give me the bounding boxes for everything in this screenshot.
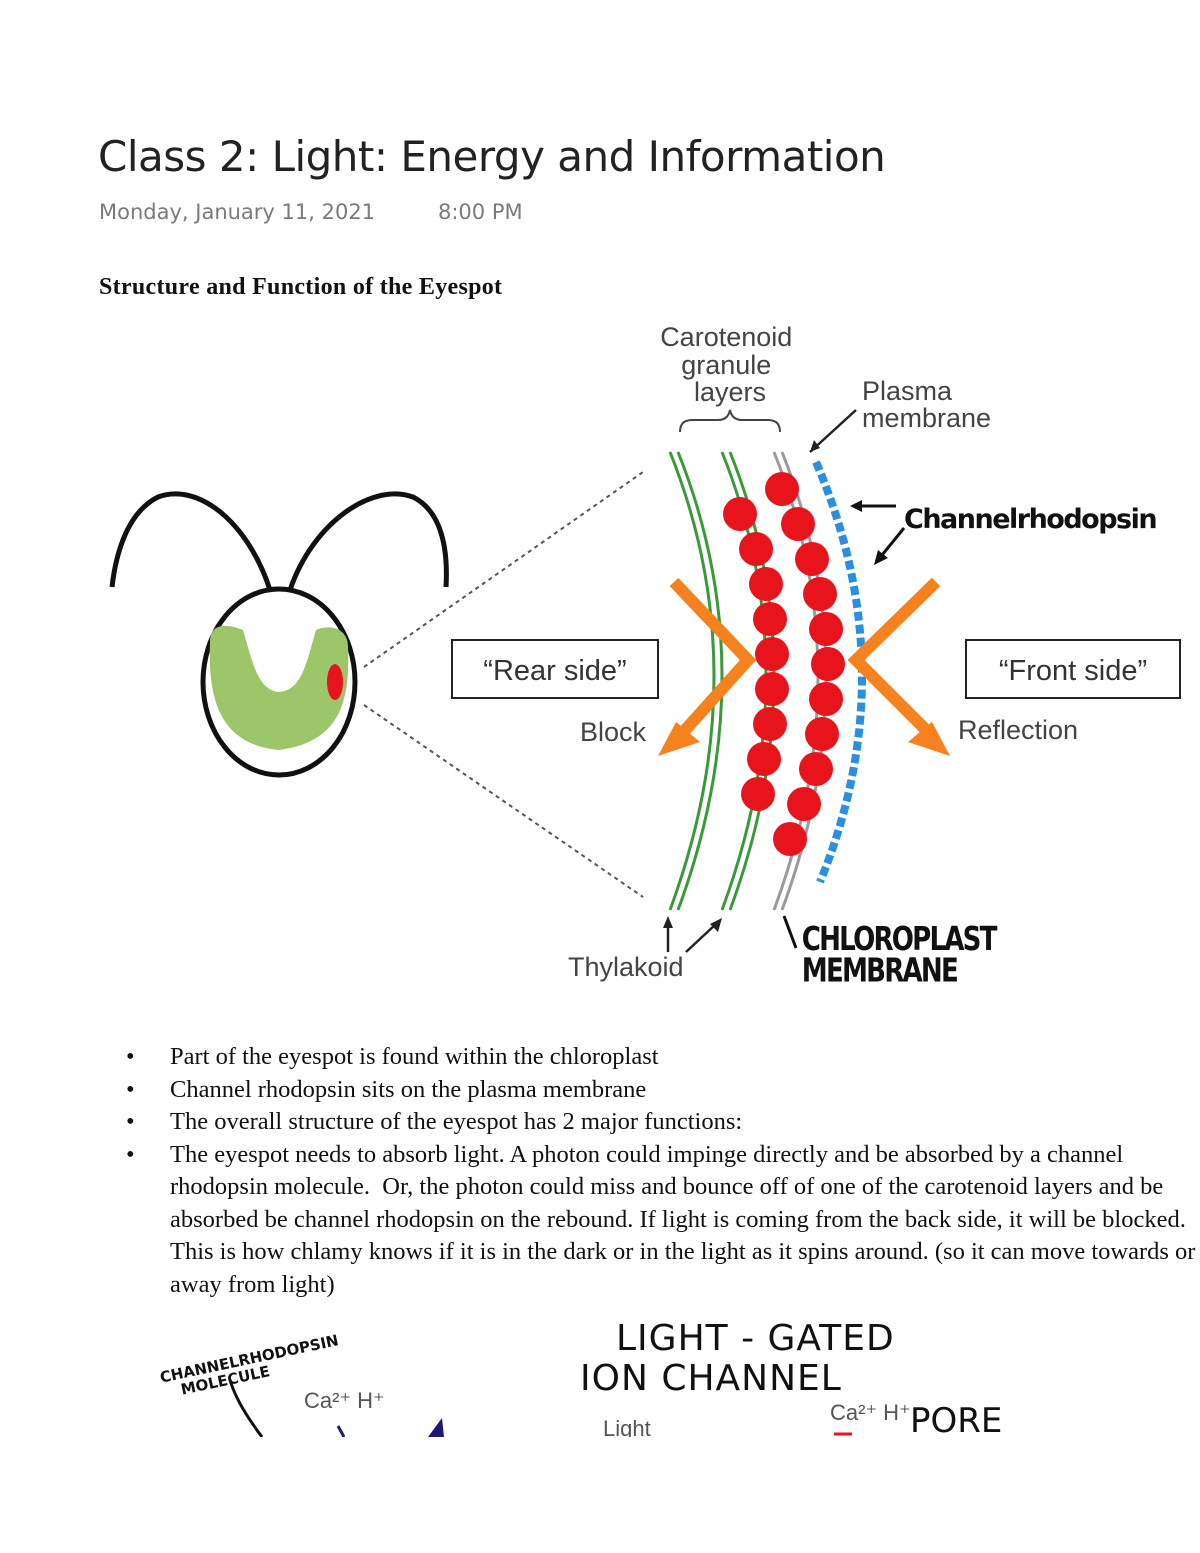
label-plasma-membrane: Plasma membrane [862,376,991,433]
label-chloroplast-membrane: CHLOROPLAST MEMBRANE [802,920,1003,990]
label-block: Block [580,717,647,747]
chloroplast [209,625,349,750]
front-side-box [965,639,1181,699]
bullet-item: •The overall structure of the eyespot ha… [126,1108,743,1135]
rear-side-box [451,639,659,699]
bullet-item: •Channel rhodopsin sits on the plasma me… [126,1075,647,1103]
carotenoid-granules [723,472,845,856]
bullet-list: •Part of the eyespot is found within the… [126,1041,1200,1301]
flagellum-right [287,491,449,591]
channel-figure: CHANNELRHODOPSIN MOLECULE Ca²⁺ H⁺ LIGHT … [158,1318,1002,1437]
label-thylakoid: Thylakoid [568,952,684,982]
svg-text:“Front side”: “Front side” [999,655,1147,687]
flagellum-left [109,491,273,591]
page-time: 8:00 PM [438,200,523,224]
section-heading: Structure and Function of the Eyespot [99,274,503,300]
label-carotenoid: Carotenoid granule layers [660,322,800,407]
page-title: Class 2: Light: Energy and Information [98,132,886,181]
label-light: Light [603,1416,651,1437]
eyespot-figure: Carotenoid granule layers Plasma membran… [109,322,1181,990]
label-light-gated: LIGHT - GATED ION CHANNEL [580,1318,907,1399]
bullet-item: •The eyespot needs to absorb light. A ph… [126,1140,1196,1298]
label-channelrhodopsin: Channelrhodopsin [904,504,1156,535]
label-pore: PORE [910,1401,1002,1437]
label-ions-left: Ca²⁺ H⁺ [304,1388,385,1413]
svg-text:“Rear side”: “Rear side” [483,655,626,687]
label-reflection: Reflection [958,715,1078,745]
page-date: Monday, January 11, 2021 [99,200,376,224]
brace [679,409,781,433]
label-ions-right: Ca²⁺ H⁺ [830,1400,911,1425]
eyespot-dot [327,664,343,700]
bullet-item: •Part of the eyespot is found within the… [126,1043,659,1070]
